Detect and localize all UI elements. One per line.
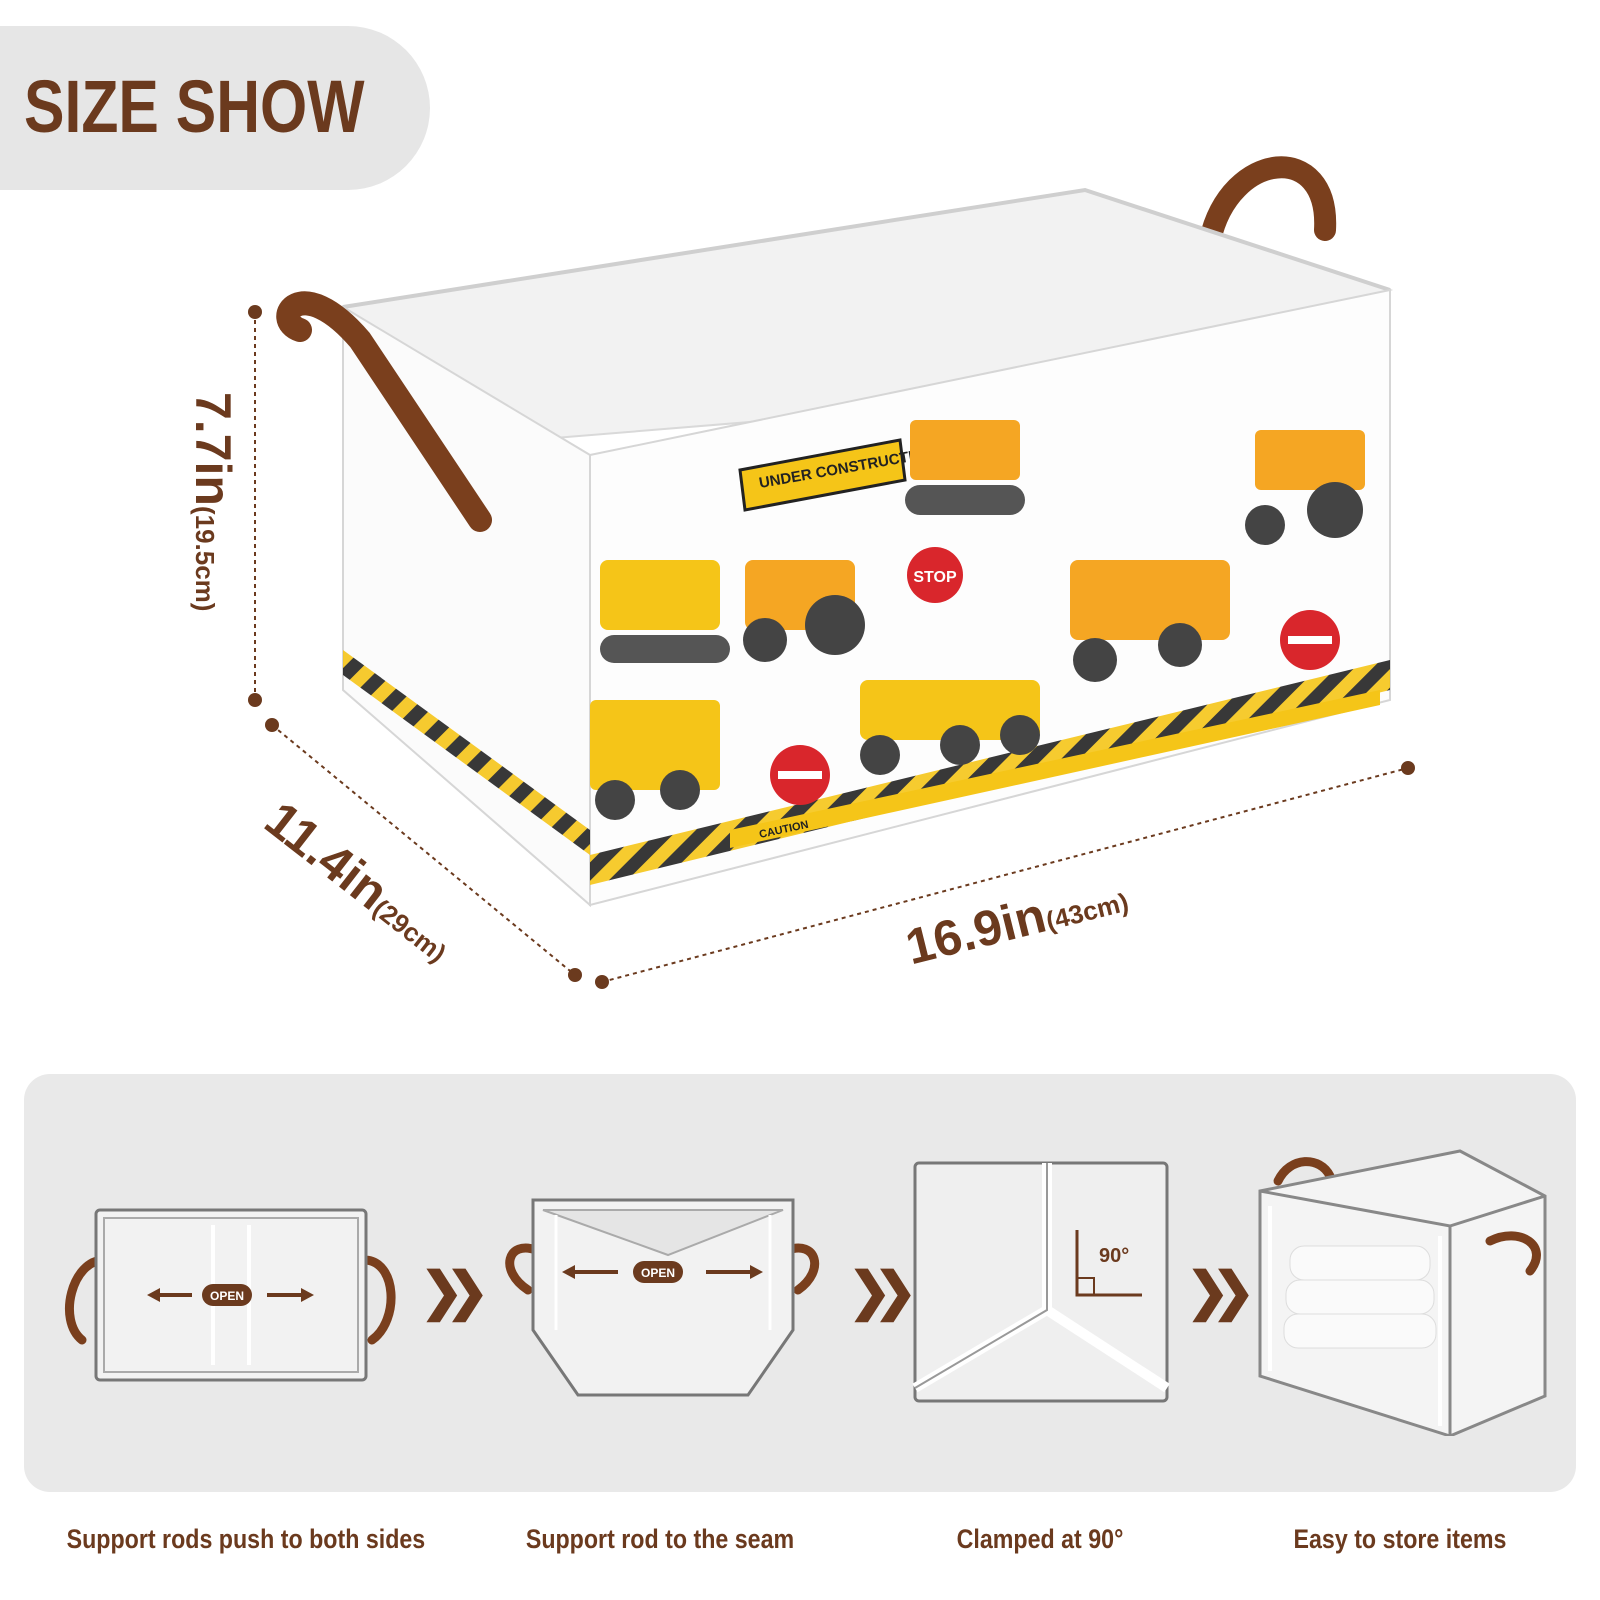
vehicle-truck-front bbox=[590, 700, 720, 820]
vehicle-bulldozer bbox=[905, 420, 1025, 515]
step-3-caption: Clamped at 90° bbox=[956, 1524, 1124, 1554]
vehicle-excavator bbox=[600, 560, 730, 663]
step-1-illustration: OPEN bbox=[64, 1208, 396, 1382]
step-2-illustration: OPEN bbox=[505, 1198, 820, 1397]
vehicle-dump-truck bbox=[1070, 560, 1230, 682]
svg-text:STOP: STOP bbox=[913, 569, 957, 586]
basket-illustration: UNDER CONSTRUCTION STOP CAU bbox=[248, 156, 1415, 989]
height-metric: (19.5cm) bbox=[190, 505, 220, 612]
chevron-right-icon: ❯❯ bbox=[420, 1263, 489, 1321]
step-2-caption: Support rod to the seam bbox=[525, 1524, 795, 1554]
vehicle-tractor bbox=[743, 560, 865, 662]
stop-sign: STOP bbox=[907, 547, 963, 603]
depth-dimension-line bbox=[265, 718, 582, 982]
open-badge: OPEN bbox=[641, 1266, 675, 1280]
step-4-caption: Easy to store items bbox=[1293, 1524, 1507, 1554]
vehicle-tractor-right bbox=[1245, 430, 1365, 545]
chevron-right-icon: ❯❯ bbox=[1186, 1263, 1255, 1321]
width-dimension-line bbox=[595, 761, 1415, 989]
size-show-tab bbox=[0, 26, 430, 190]
back-handle bbox=[1199, 156, 1337, 251]
angle-label: 90° bbox=[1099, 1245, 1129, 1267]
height-label: 7.7in(19.5cm) bbox=[184, 392, 242, 611]
height-dimension-line bbox=[248, 305, 262, 707]
step-4-illustration bbox=[1258, 1149, 1547, 1436]
open-badge: OPEN bbox=[210, 1289, 244, 1303]
step-1-caption: Support rods push to both sides bbox=[66, 1524, 426, 1554]
front-handle bbox=[276, 291, 492, 532]
do-not-enter-sign bbox=[770, 610, 1340, 805]
page-title: SIZE SHOW bbox=[24, 65, 365, 148]
step-3-illustration: 90° bbox=[912, 1161, 1170, 1403]
chevron-right-icon: ❯❯ bbox=[848, 1263, 917, 1321]
folded-clothes-icon bbox=[1283, 1245, 1437, 1349]
vehicle-mixer bbox=[860, 680, 1040, 775]
height-main: 7.7in bbox=[185, 392, 241, 506]
